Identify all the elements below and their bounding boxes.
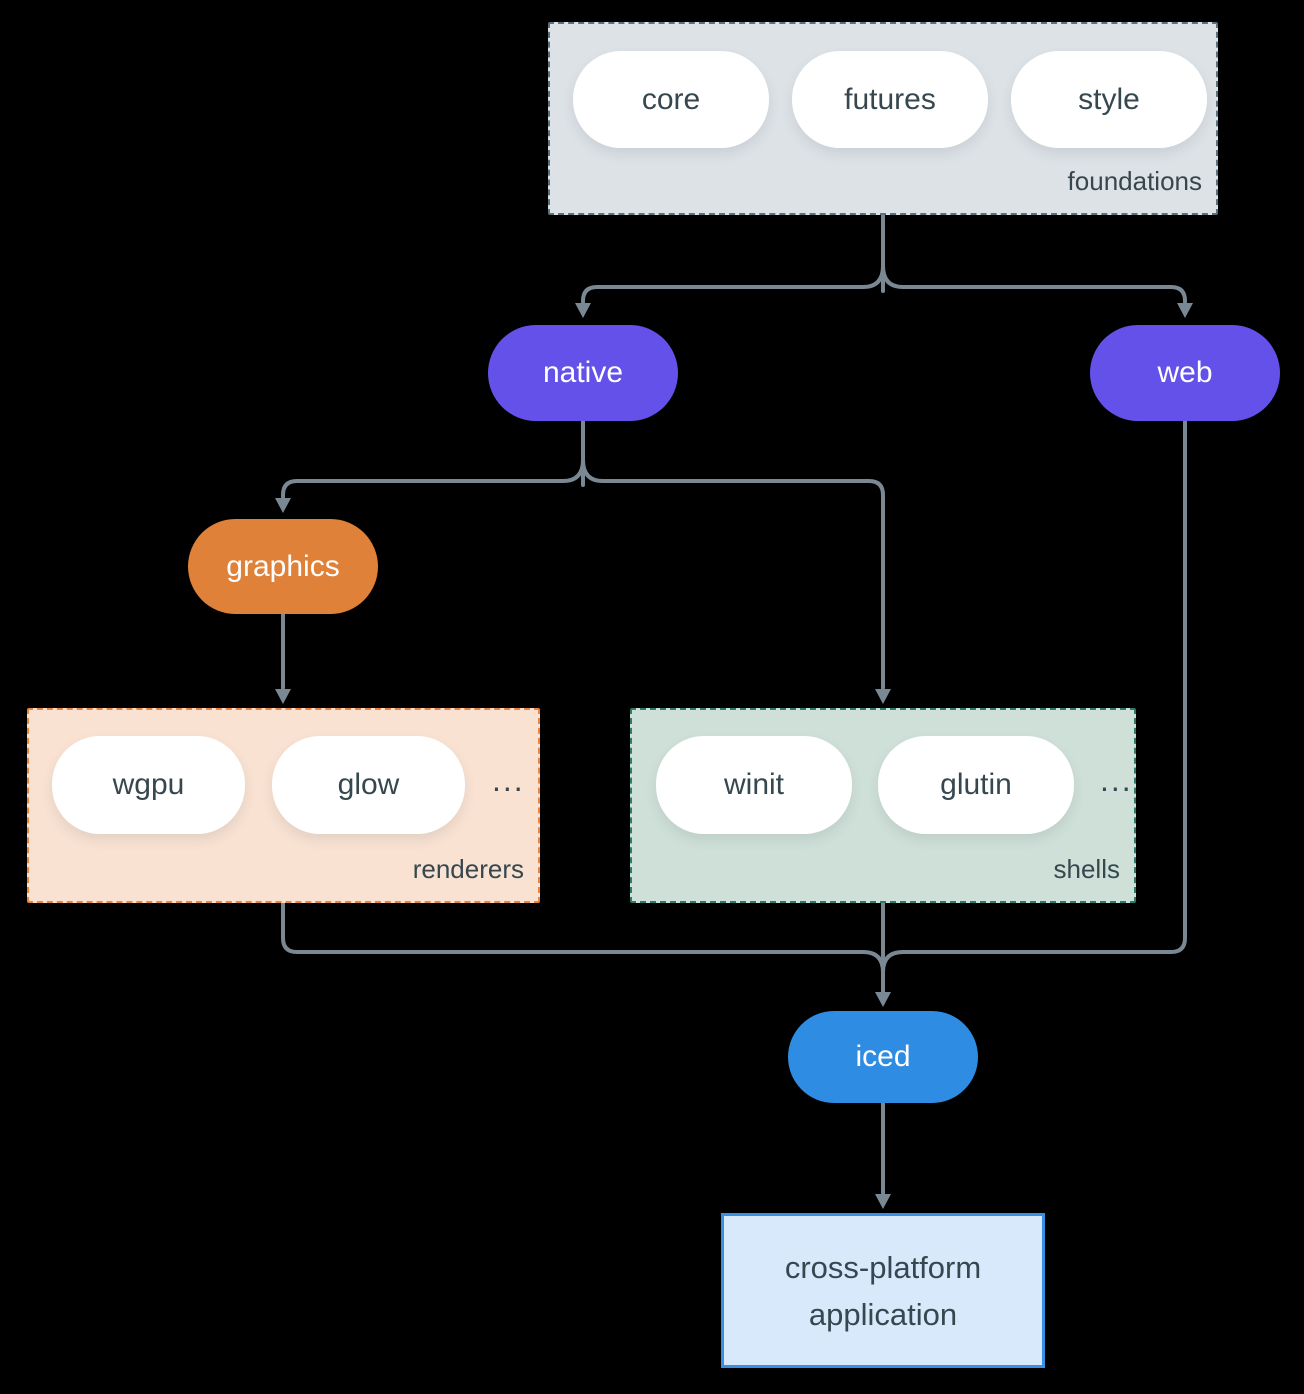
- connector-merge-left-curve: [861, 950, 885, 974]
- connector-native-to-shells: [581, 458, 885, 690]
- shells-group-box: winit glutin ... shells: [630, 708, 1136, 903]
- renderers-ellipsis: ...: [492, 761, 525, 798]
- node-futures: futures: [792, 51, 988, 148]
- renderers-group-label: renderers: [412, 854, 524, 884]
- node-style: style: [1011, 51, 1207, 148]
- connector-foundations-to-native: [581, 264, 885, 304]
- arrowhead-icon: [1177, 303, 1193, 318]
- arrowhead-icon: [575, 303, 591, 318]
- connector-merge-right-curve: [881, 950, 905, 974]
- node-winit: winit: [656, 736, 852, 834]
- arrowhead-icon: [875, 1194, 891, 1209]
- arrowhead-icon: [875, 689, 891, 704]
- application-label-line1: cross-platform: [784, 1249, 982, 1285]
- foundations-group-box: core futures style foundations: [548, 22, 1218, 215]
- arrowhead-icon: [275, 498, 291, 513]
- node-web: web: [1090, 325, 1280, 421]
- node-graphics: graphics: [188, 519, 378, 614]
- node-glutin: glutin: [878, 736, 1074, 834]
- node-iced: iced: [788, 1011, 978, 1103]
- application-label-line2: application: [808, 1296, 958, 1332]
- shells-pill-row: winit glutin ...: [632, 710, 1134, 834]
- arrowhead-icon: [275, 689, 291, 704]
- shells-ellipsis: ...: [1100, 761, 1133, 798]
- foundations-pill-row: core futures style: [550, 24, 1216, 148]
- connector-renderers-to-merge: [281, 901, 865, 954]
- renderers-pill-row: wgpu glow ...: [29, 710, 538, 834]
- node-wgpu: wgpu: [52, 736, 245, 834]
- renderers-group-box: wgpu glow ... renderers: [27, 708, 540, 903]
- connector-foundations-to-web: [881, 264, 1187, 304]
- node-glow: glow: [272, 736, 465, 834]
- connector-native-to-graphics: [281, 458, 585, 499]
- node-native: native: [488, 325, 678, 421]
- application-box: cross-platform application: [721, 1213, 1045, 1368]
- shells-group-label: shells: [1053, 854, 1120, 884]
- arrowhead-icon: [875, 992, 891, 1007]
- foundations-group-label: foundations: [1067, 166, 1202, 196]
- node-core: core: [573, 51, 769, 148]
